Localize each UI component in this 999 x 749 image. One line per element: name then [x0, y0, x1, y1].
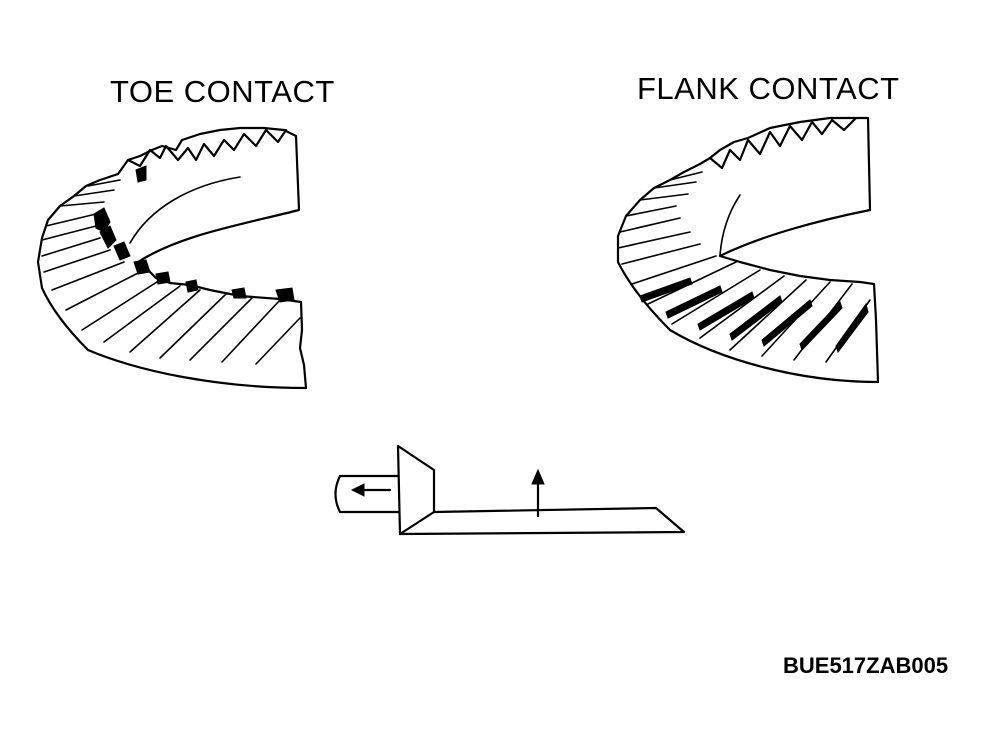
toe-contact-patches [93, 165, 295, 303]
ring-gear-flat [398, 506, 686, 536]
toe-gear-top-teeth [126, 128, 288, 168]
pinion-ring-schematic [334, 444, 686, 536]
flank-gear-inner-arc [719, 194, 741, 256]
pinion-shaft [334, 474, 400, 514]
toe-gear-outline [36, 126, 308, 390]
toe-gear-teeth-lines [41, 179, 301, 365]
flank-contact-label: FLANK CONTACT [637, 71, 900, 106]
left-arrow-icon [350, 483, 365, 497]
pinion-cone [396, 444, 436, 536]
flank-gear-outline [616, 116, 880, 384]
toe-contact-gear [36, 126, 308, 390]
figure-code: BUE517ZAB005 [783, 653, 949, 678]
toe-gear-inner-arc [129, 176, 241, 244]
flank-contact-gear [616, 116, 880, 384]
up-arrow-icon [531, 468, 545, 485]
flank-gear-teeth-lines [617, 171, 871, 363]
flank-contact-patches [639, 277, 869, 354]
toe-contact-label: TOE CONTACT [110, 74, 335, 109]
flank-gear-top-teeth [708, 116, 858, 170]
